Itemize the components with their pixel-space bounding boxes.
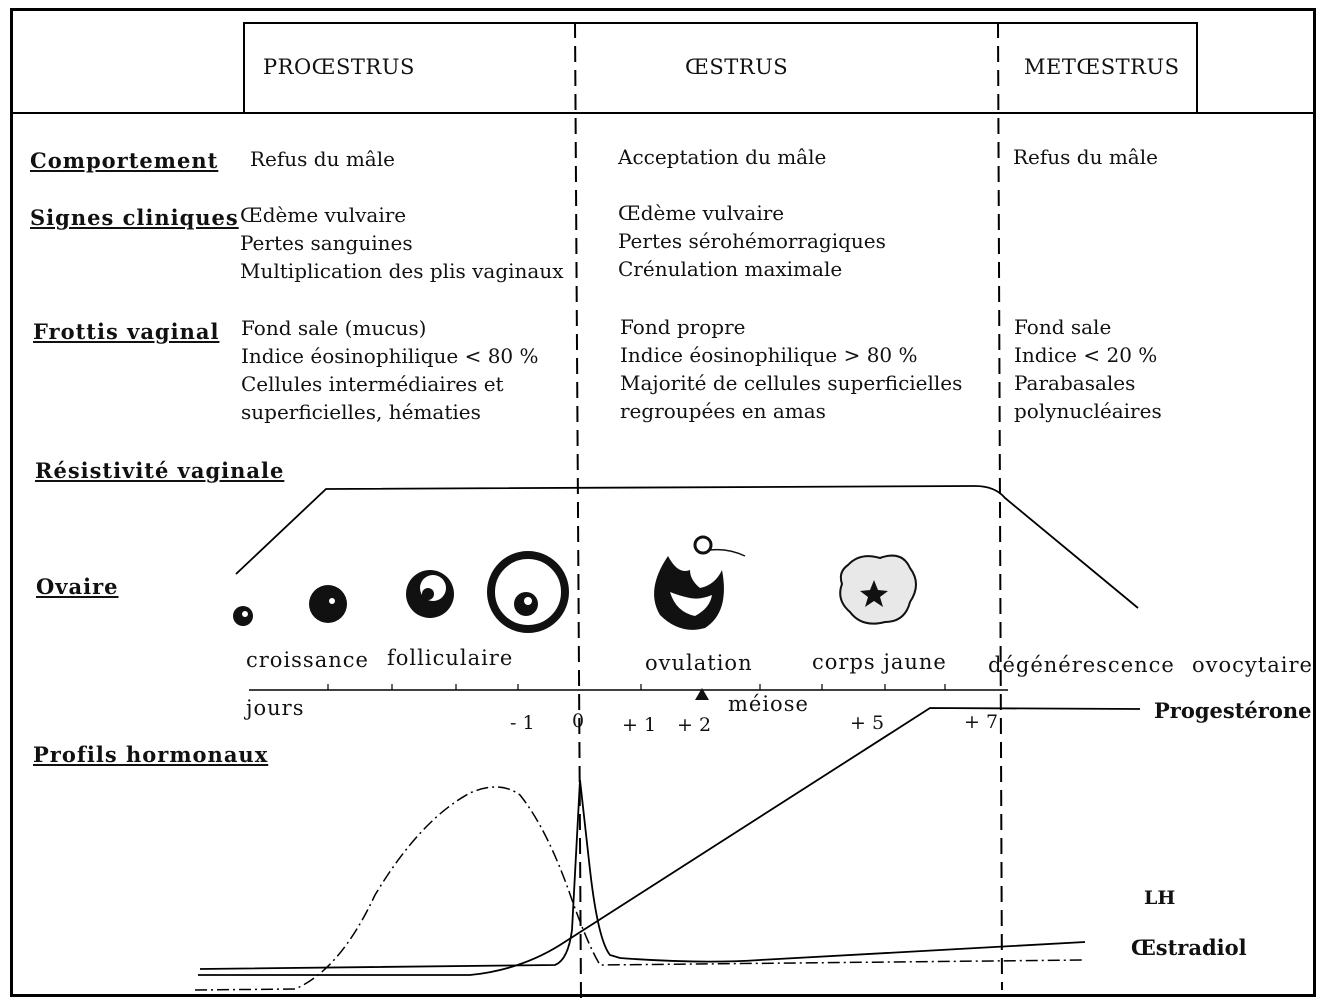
signes-proestrus: Œdème vulvaire Pertes sanguines Multipli… <box>240 201 564 285</box>
cell-line: polynucléaires <box>1014 399 1162 423</box>
corpus-luteum <box>839 554 917 625</box>
label-corps-jaune: corps jaune <box>812 650 947 674</box>
label-progesterone: Progestérone <box>1154 698 1312 723</box>
follicle-1-oocyte <box>242 611 248 617</box>
row-label-profils-hormonaux: Profils hormonaux <box>33 742 269 767</box>
lh-curve <box>199 779 1086 970</box>
label-croissance: croissance <box>246 648 369 672</box>
cell-line: Cellules intermédiaires et <box>241 372 504 396</box>
cell-line: Œdème vulvaire <box>240 203 407 227</box>
oestradiol-curve <box>194 786 1086 991</box>
label-meiose: méiose <box>728 692 809 716</box>
signes-oestrus: Œdème vulvaire Pertes sérohémorragiques … <box>618 199 886 283</box>
tick-label: + 7 <box>964 711 999 733</box>
frottis-oestrus: Fond propre Indice éosinophilique > 80 %… <box>620 313 962 425</box>
follicle-4-oocyte <box>524 597 532 605</box>
comportement-proestrus: Refus du mâle <box>250 145 395 173</box>
cell-line: regroupées en amas <box>620 399 826 423</box>
cell-line: Parabasales <box>1014 371 1136 395</box>
follicle-3-oocyte <box>422 588 434 600</box>
cell-line: Pertes sérohémorragiques <box>618 229 886 253</box>
corpus-luteum-center-icon <box>860 580 888 607</box>
cell-line: superficielles, hématies <box>241 400 481 424</box>
separator-metoestrus-start <box>997 21 1003 991</box>
cell-line: Refus du mâle <box>1013 145 1158 169</box>
ovulating-follicle <box>654 556 724 630</box>
label-jours: jours <box>246 696 305 720</box>
cell-line: Indice < 20 % <box>1014 343 1158 367</box>
cell-line: Majorité de cellules superficielles <box>620 371 963 395</box>
tick-label: + 2 <box>677 714 712 736</box>
label-ovocytaire: ovocytaire <box>1192 653 1313 677</box>
label-oestradiol: Œstradiol <box>1131 935 1247 960</box>
oocyte-trail <box>709 548 746 557</box>
follicle-2 <box>309 585 347 623</box>
row-label-resistivite: Résistivité vaginale <box>35 458 285 483</box>
frottis-metoestrus: Fond sale Indice < 20 % Parabasales poly… <box>1014 313 1162 425</box>
cell-line: Fond propre <box>620 315 746 339</box>
phase-proestrus: PROŒSTRUS <box>263 55 415 79</box>
phase-metoestrus: METŒSTRUS <box>1024 55 1180 79</box>
tick-label: + 1 <box>622 714 657 736</box>
phase-oestrus: ŒSTRUS <box>685 55 789 79</box>
cell-line: Refus du mâle <box>250 147 395 171</box>
released-oocyte <box>693 535 713 555</box>
tick-label: - 1 <box>510 712 535 734</box>
tick-label: + 5 <box>850 712 885 734</box>
ovulation-marker-icon <box>695 688 709 700</box>
comportement-metoestrus: Refus du mâle <box>1013 143 1158 171</box>
row-label-signes-cliniques: Signes cliniques <box>30 205 239 230</box>
separator-oestrus-start <box>574 21 582 1001</box>
row-label-comportement: Comportement <box>30 148 219 173</box>
label-folliculaire: folliculaire <box>387 646 514 670</box>
phase-header-box <box>243 22 1198 112</box>
cell-line: Acceptation du mâle <box>618 145 827 169</box>
follicle-4 <box>487 551 569 633</box>
cell-line: Multiplication des plis vaginaux <box>240 259 564 283</box>
cell-line: Fond sale <box>1014 315 1112 339</box>
resistivite-curve <box>235 485 1139 609</box>
label-degenerescence: dégénérescence <box>988 653 1175 677</box>
ovulating-follicle-inner <box>670 592 712 616</box>
cell-line: Pertes sanguines <box>240 231 413 255</box>
cell-line: Crénulation maximale <box>618 257 843 281</box>
figure-frame <box>10 8 1316 997</box>
comportement-oestrus: Acceptation du mâle <box>618 143 826 171</box>
cell-line: Indice éosinophilique < 80 % <box>241 344 539 368</box>
header-divider <box>10 112 1316 114</box>
tick-label: 0 <box>572 710 585 732</box>
progesterone-curve <box>198 707 1141 976</box>
cell-line: Fond sale (mucus) <box>241 316 427 340</box>
label-ovulation: ovulation <box>645 651 753 675</box>
row-label-ovaire: Ovaire <box>36 574 119 599</box>
frottis-proestrus: Fond sale (mucus) Indice éosinophilique … <box>241 314 539 426</box>
follicle-2-antrum <box>329 598 335 604</box>
cell-line: Indice éosinophilique > 80 % <box>620 343 918 367</box>
label-lh: LH <box>1144 887 1176 909</box>
cell-line: Œdème vulvaire <box>618 201 785 225</box>
row-label-frottis-vaginal: Frottis vaginal <box>33 319 220 344</box>
